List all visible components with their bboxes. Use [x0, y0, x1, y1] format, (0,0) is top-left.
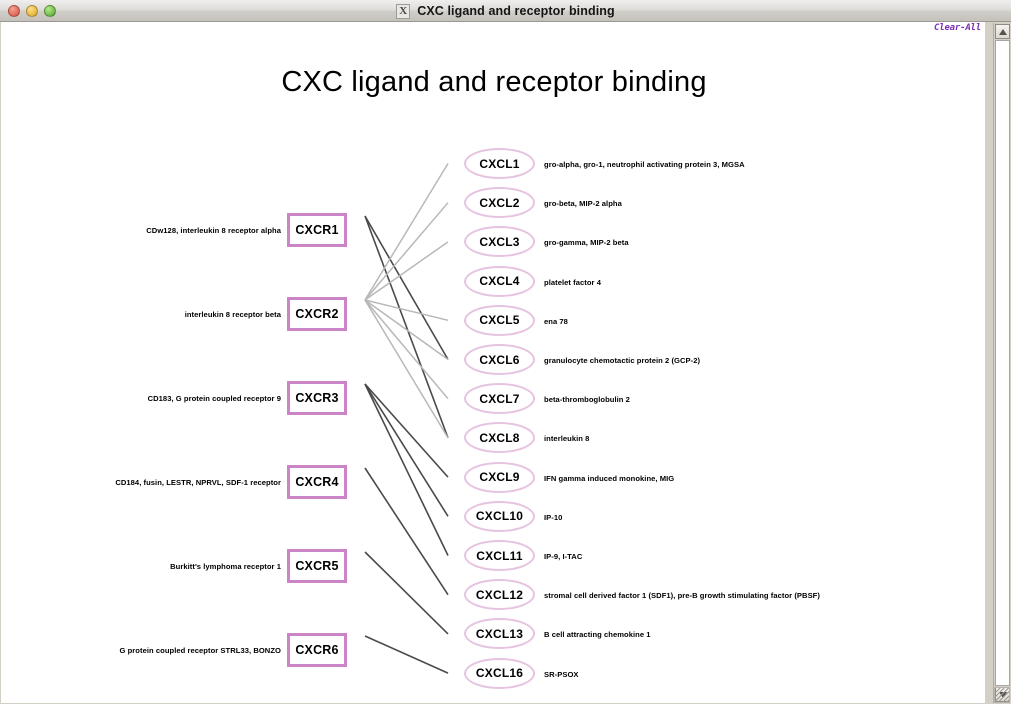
ligand-alias-cxcl1: gro-alpha, gro-1, neutrophil activating …	[544, 160, 745, 169]
binding-edge-cxcr2-cxcl3[interactable]	[364, 241, 449, 301]
ligand-label: CXCL1	[479, 156, 520, 171]
binding-edge-cxcr4-cxcl12[interactable]	[364, 467, 449, 596]
ligand-label: CXCL5	[479, 313, 520, 328]
binding-edge-cxcr1-cxcl8[interactable]	[364, 215, 449, 439]
window-title: CXC ligand and receptor binding	[417, 4, 615, 18]
window-body: Clear-All CXC ligand and receptor bindin…	[0, 22, 1011, 704]
ligand-label: CXCL2	[479, 195, 520, 210]
receptor-label: CXCR4	[295, 475, 339, 489]
binding-edge-cxcr2-cxcl2[interactable]	[364, 202, 449, 301]
ligand-label: CXCL7	[479, 391, 520, 406]
ligand-node-cxcl12[interactable]: CXCL12	[464, 579, 535, 611]
receptor-alias-cxcr5: Burkitt's lymphoma receptor 1	[170, 562, 281, 571]
receptor-label: CXCR3	[295, 391, 339, 405]
ligand-label: CXCL12	[475, 587, 524, 602]
ligand-label: CXCL16	[475, 666, 524, 681]
ligand-alias-cxcl2: gro-beta, MIP-2 alpha	[544, 199, 622, 209]
binding-edge-cxcr2-cxcl5[interactable]	[364, 299, 449, 322]
ligand-alias-cxcl3: gro-gamma, MIP-2 beta	[544, 238, 629, 248]
ligand-alias-cxcl4: platelet factor 4	[544, 277, 601, 287]
scrollbar-track[interactable]	[995, 40, 1010, 686]
ligand-alias-cxcl12: stromal cell derived factor 1 (SDF1), pr…	[544, 591, 820, 601]
ligand-alias-cxcl13: B cell attracting chemokine 1	[544, 630, 651, 640]
ligand-node-cxcl3[interactable]: CXCL3	[464, 226, 535, 258]
ligand-label: CXCL10	[475, 509, 524, 524]
minimize-button[interactable]	[26, 4, 38, 17]
binding-edge-cxcr2-cxcl6[interactable]	[364, 299, 449, 361]
receptor-node-cxcr2[interactable]: CXCR2	[287, 297, 347, 331]
receptor-node-cxcr3[interactable]: CXCR3	[287, 381, 347, 415]
ligand-node-cxcl4[interactable]: CXCL4	[464, 265, 535, 297]
scroll-up-arrow-icon	[999, 29, 1007, 35]
ligand-label: CXCL3	[479, 234, 520, 249]
binding-edge-cxcr2-cxcl7[interactable]	[364, 299, 449, 400]
receptor-node-cxcr5[interactable]: CXCR5	[287, 549, 347, 583]
scroll-up-button[interactable]	[995, 24, 1010, 39]
binding-edge-cxcr3-cxcl10[interactable]	[364, 383, 449, 517]
vertical-scrollbar[interactable]	[993, 23, 1010, 703]
ligand-label: CXCL6	[479, 352, 520, 367]
ligand-node-cxcl2[interactable]: CXCL2	[464, 187, 535, 219]
zoom-button[interactable]	[44, 4, 56, 17]
binding-edges	[364, 163, 449, 674]
diagram-canvas: CXC ligand and receptor binding CXCR1 CDw…	[1, 38, 985, 703]
receptor-node-cxcr4[interactable]: CXCR4	[287, 465, 347, 499]
window-resize-grip[interactable]	[994, 687, 1010, 703]
ligand-alias-cxcl8: interleukin 8	[544, 434, 590, 444]
ligand-node-cxcl8[interactable]: CXCL8	[464, 422, 535, 454]
x-window-icon: X	[396, 3, 411, 19]
binding-edge-cxcr5-cxcl13[interactable]	[364, 551, 449, 635]
close-button[interactable]	[8, 4, 20, 17]
binding-edge-cxcr3-cxcl11[interactable]	[364, 383, 449, 556]
ligand-alias-cxcl9: IFN gamma induced monokine, MIG	[544, 473, 675, 483]
ligand-alias-cxcl16: SR-PSOX	[544, 669, 579, 679]
receptor-alias-cxcr2: interleukin 8 receptor beta	[184, 310, 281, 319]
ligand-label: CXCL8	[479, 430, 520, 445]
ligand-node-cxcl16[interactable]: CXCL16	[464, 657, 535, 689]
ligand-node-cxcl13[interactable]: CXCL13	[464, 618, 535, 650]
receptor-alias-cxcr6: G protein coupled receptor STRL33, BONZO	[119, 646, 281, 655]
binding-edge-cxcr3-cxcl9[interactable]	[364, 383, 449, 478]
ligand-alias-cxcl11: IP-9, I-TAC	[544, 552, 583, 561]
ligand-node-cxcl9[interactable]: CXCL9	[464, 461, 535, 493]
ligand-node-cxcl11[interactable]: CXCL11	[464, 540, 535, 571]
receptor-alias-cxcr1: CDw128, interleukin 8 receptor alpha	[146, 226, 281, 235]
toolbar-strip: Clear-All	[1, 22, 985, 38]
receptor-label: CXCR2	[295, 307, 339, 321]
ligand-node-cxcl1[interactable]: CXCL1	[464, 148, 535, 179]
page-title: CXC ligand and receptor binding	[281, 66, 707, 98]
receptor-alias-cxcr4: CD184, fusin, LESTR, NPRVL, SDF-1 recept…	[115, 478, 281, 487]
binding-edge-cxcr2-cxcl1[interactable]	[364, 163, 449, 301]
ligand-alias-cxcl7: beta-thromboglobulin 2	[544, 395, 630, 405]
ligand-label: CXCL4	[479, 274, 520, 289]
receptor-label: CXCR6	[295, 643, 339, 657]
binding-edge-cxcr1-cxcl6[interactable]	[364, 215, 449, 360]
receptor-alias-cxcr3: CD183, G protein coupled receptor 9	[147, 394, 281, 403]
window-controls	[0, 4, 56, 17]
window-titlebar: X CXC ligand and receptor binding	[0, 0, 1011, 22]
window-title-group: X CXC ligand and receptor binding	[0, 0, 1011, 22]
ligand-alias-cxcl10: IP-10	[544, 512, 563, 522]
ligand-node-cxcl5[interactable]: CXCL5	[464, 304, 535, 336]
ligand-label: CXCL13	[475, 626, 524, 641]
binding-edge-cxcr2-cxcl8[interactable]	[364, 299, 449, 439]
receptor-label: CXCR1	[295, 223, 339, 237]
ligand-alias-cxcl5: ena 78	[544, 316, 568, 326]
ligand-alias-cxcl6: granulocyte chemotactic protein 2 (GCP-2…	[544, 356, 701, 365]
ligand-node-cxcl6[interactable]: CXCL6	[464, 344, 535, 375]
binding-edge-cxcr6-cxcl16[interactable]	[364, 635, 449, 674]
clear-all-button[interactable]: Clear-All	[934, 23, 981, 33]
receptor-label: CXCR5	[295, 559, 339, 573]
receptor-node-cxcr6[interactable]: CXCR6	[287, 633, 347, 667]
ligand-node-cxcl10[interactable]: CXCL10	[464, 500, 535, 532]
ligand-node-cxcl7[interactable]: CXCL7	[464, 383, 535, 415]
ligand-label: CXCL9	[479, 470, 520, 485]
ligand-label: CXCL11	[476, 548, 523, 563]
scrollbar-thumb[interactable]	[996, 41, 1009, 685]
receptor-node-cxcr1[interactable]: CXCR1	[287, 213, 347, 247]
